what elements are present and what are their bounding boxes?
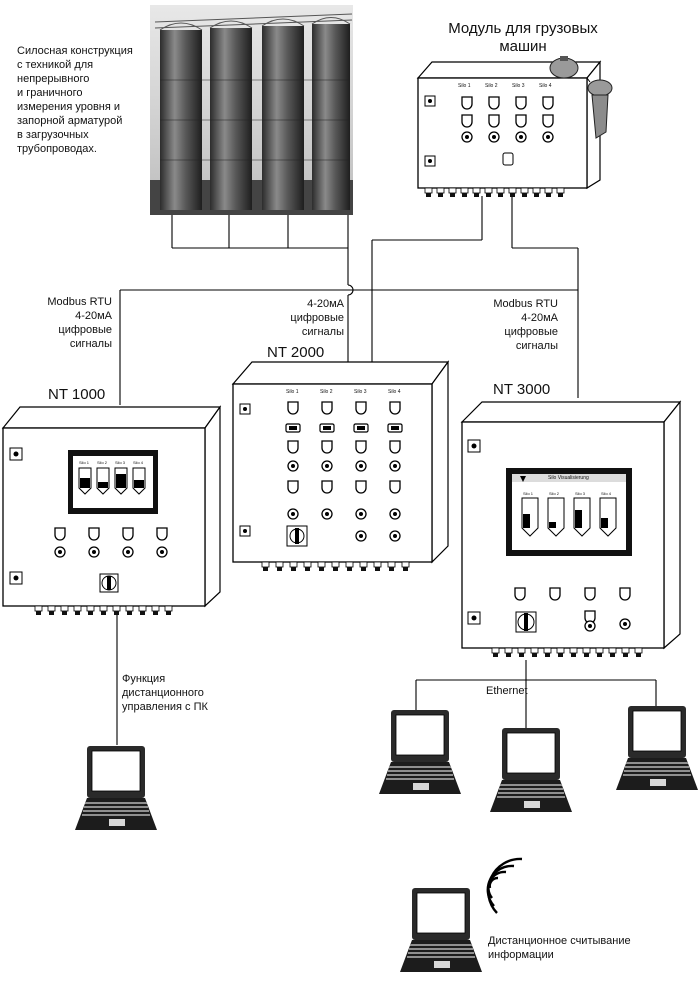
silo-description-line: измерения уровня и (17, 101, 121, 113)
laptop-icon (378, 709, 462, 795)
nt1000-screen-label: Silo 4 (133, 460, 144, 465)
nt1000-screen-label: Silo 1 (79, 460, 90, 465)
truck-module-cabinet (416, 56, 613, 198)
nt1000-screen-label: Silo 2 (97, 460, 108, 465)
laptop-icon (399, 887, 483, 973)
signal-wiring (116, 196, 657, 745)
remote-pc-label: Функция дистанционного управления с ПК (122, 672, 242, 714)
nt2000-channel-label: Silo 2 (320, 389, 333, 395)
silo-description: Силосная конструкция с техникой для непр… (17, 44, 152, 156)
wireless-readout-label: Дистанционное считывание информации (488, 934, 658, 962)
signal-label-line: 4-20мА (307, 298, 344, 310)
signal-label-line: цифровые (290, 312, 344, 324)
ethernet-label: Ethernet (486, 685, 528, 697)
nt3000-screen-label: Silo 1 (523, 491, 534, 496)
nt1000-cabinet (1, 405, 222, 616)
nt1000-title: NT 1000 (48, 386, 106, 403)
remote-pc-line: управления с ПК (122, 701, 208, 713)
remote-pc-line: дистанционного (122, 687, 204, 699)
truck-channel-label: Silo 2 (485, 83, 498, 89)
nt3000-cabinet (460, 400, 682, 658)
nt3000-screen-label: Silo 4 (601, 491, 612, 496)
main-switch-icon (515, 611, 537, 633)
signal-label-line: Modbus RTU (493, 298, 558, 310)
wireless-readout-line: Дистанционное считывание (488, 935, 631, 947)
truck-module-title: Модуль для грузовых машин (430, 20, 616, 56)
signal-label-right: Modbus RTU 4-20мА цифровые сигналы (460, 297, 558, 353)
nt3000-screen-label: Silo 3 (575, 491, 586, 496)
nt3000-screen-label: Silo 2 (549, 491, 560, 496)
loading-probe-icon (586, 77, 613, 139)
signal-label-line: сигналы (301, 326, 344, 338)
truck-channel-label: Silo 1 (458, 83, 471, 89)
remote-pc-line: Функция (122, 673, 166, 685)
truck-channel-label: Silo 3 (512, 83, 525, 89)
main-switch-icon (286, 525, 308, 547)
silo-description-line: в загрузочных (17, 129, 89, 141)
silo-description-line: и граничного (17, 87, 83, 99)
signal-label-left: Modbus RTU 4-20мА цифровые сигналы (20, 295, 112, 351)
nt2000-channel-label: Silo 4 (388, 389, 401, 395)
signal-label-line: сигналы (69, 338, 112, 350)
laptop-icon (615, 705, 699, 791)
signal-label-line: сигналы (515, 340, 558, 352)
signal-label-line: цифровые (58, 324, 112, 336)
truck-channel-label: Silo 4 (539, 83, 552, 89)
truck-module-title-line: Модуль для грузовых (448, 20, 598, 37)
silo-description-line: непрерывного (17, 73, 90, 85)
nt2000-channel-label: Silo 1 (286, 389, 299, 395)
silo-description-line: с техникой для (17, 59, 94, 71)
nt1000-screen-label: Silo 3 (115, 460, 126, 465)
nt2000-title: NT 2000 (267, 344, 325, 361)
nt2000-channel-label: Silo 3 (354, 389, 367, 395)
wireless-readout-line: информации (488, 949, 554, 961)
silo-description-line: запорной арматурой (17, 115, 123, 127)
signal-label-line: цифровые (504, 326, 558, 338)
wireless-signal-icon (486, 857, 523, 914)
signal-label-middle: 4-20мА цифровые сигналы (248, 297, 344, 339)
signal-label-line: 4-20мА (521, 312, 558, 324)
nt3000-title: NT 3000 (493, 381, 551, 398)
nt2000-cabinet (231, 360, 450, 572)
nt3000-screen-title: Silo Visualisierung (548, 475, 589, 481)
laptop-icon (489, 727, 573, 813)
silo-description-line: Силосная конструкция (17, 45, 133, 57)
main-switch-icon (99, 573, 119, 593)
beacon-icon (549, 56, 579, 79)
signal-label-line: 4-20мА (75, 310, 112, 322)
laptop-icon (74, 745, 158, 831)
truck-module-title-line: машин (499, 38, 547, 55)
silo-photo (150, 5, 353, 215)
signal-label-line: Modbus RTU (47, 296, 112, 308)
silo-description-line: трубопроводах. (17, 143, 97, 155)
